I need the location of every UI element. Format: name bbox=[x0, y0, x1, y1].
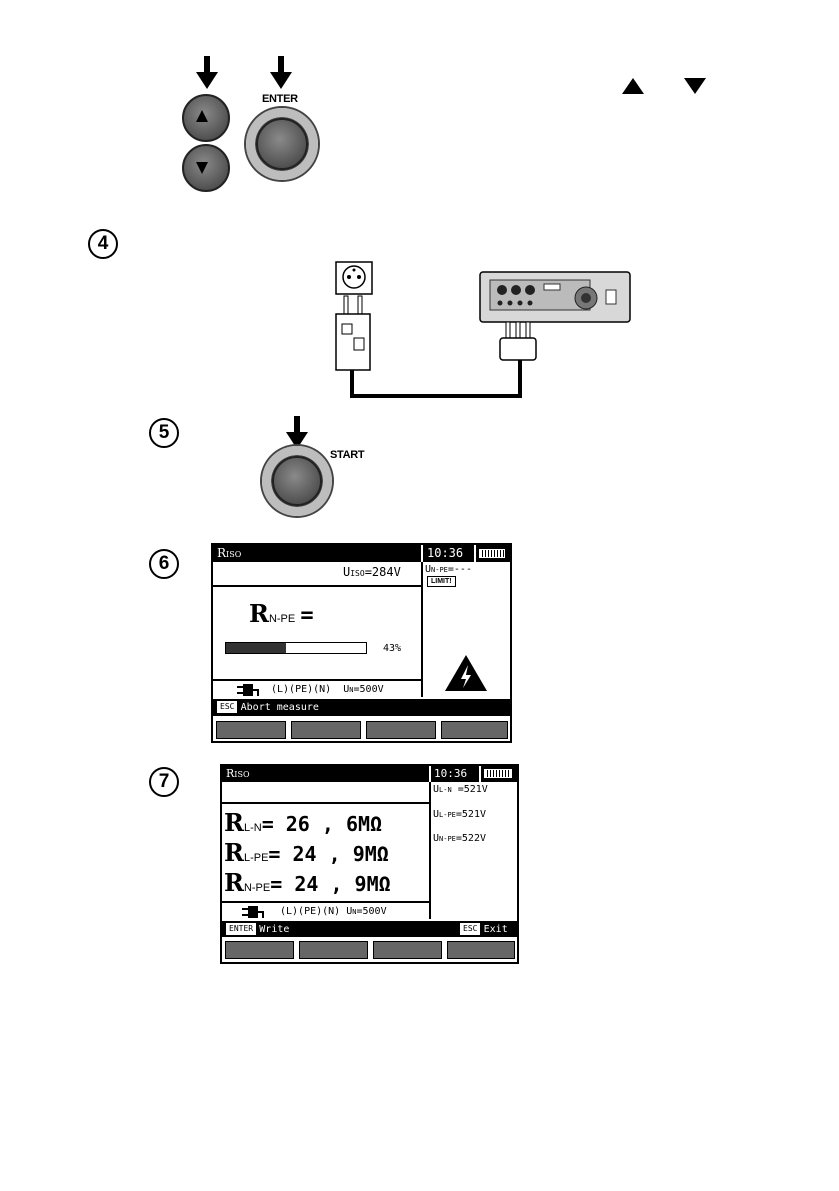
start-label: START bbox=[330, 449, 364, 461]
result-rn-pe: RN-PE = bbox=[249, 599, 314, 628]
down-triangle-icon bbox=[684, 78, 706, 94]
abort-measure-text: Abort measure bbox=[241, 702, 319, 713]
footer-bar: ENTER Write ESC Exit bbox=[222, 921, 517, 937]
down-arrow-icon bbox=[270, 56, 292, 90]
step-number-5: 5 bbox=[149, 418, 179, 448]
meter-screen-measuring: RISO 10:36 UISO=284V UN-PE=--- LIMIT! RN… bbox=[211, 543, 512, 743]
exit-text: Exit bbox=[484, 924, 508, 935]
plug-icon bbox=[235, 682, 261, 698]
title-bar: RISO bbox=[213, 545, 421, 562]
plug-icon bbox=[240, 904, 266, 920]
ul-pe-readout: UL-PE=521V bbox=[433, 809, 486, 820]
enter-key-icon: ENTER bbox=[226, 923, 256, 935]
soft-key-3[interactable] bbox=[373, 941, 442, 959]
progress-fill bbox=[226, 643, 286, 653]
down-arrow-icon bbox=[196, 56, 218, 90]
step-number-4: 4 bbox=[88, 229, 118, 259]
step-number-7: 7 bbox=[149, 767, 179, 797]
result-rl-n: RL-N= 26 , 6MΩ bbox=[224, 808, 382, 837]
soft-key-3[interactable] bbox=[366, 721, 436, 739]
soft-key-4[interactable] bbox=[441, 721, 508, 739]
high-voltage-warning-icon bbox=[443, 653, 489, 693]
result-rl-pe: RL-PE= 24 , 9MΩ bbox=[224, 838, 389, 867]
progress-bar bbox=[225, 642, 367, 654]
time-text: 10:36 bbox=[427, 546, 463, 560]
ul-n-readout: UL-N =521V bbox=[433, 784, 488, 795]
title-bar: RISO bbox=[222, 766, 429, 782]
title-R: R bbox=[217, 546, 226, 560]
soft-key-4[interactable] bbox=[447, 941, 515, 959]
un-pe-readout: UN-PE=522V bbox=[433, 833, 486, 844]
step-number-6: 6 bbox=[149, 549, 179, 579]
up-triangle-icon bbox=[622, 78, 644, 94]
result-rn-pe: RN-PE= 24 , 9MΩ bbox=[224, 868, 391, 897]
soft-key-2[interactable] bbox=[299, 941, 368, 959]
down-arrow-icon bbox=[286, 416, 308, 450]
esc-key-icon: ESC bbox=[217, 701, 237, 713]
write-text: Write bbox=[259, 924, 289, 935]
enter-label: ENTER bbox=[262, 93, 298, 105]
time-display: 10:36 bbox=[431, 766, 479, 782]
time-display: 10:36 bbox=[423, 545, 474, 562]
status-line: (L)(PE)(N) UN=500V bbox=[280, 906, 387, 917]
status-line: (L)(PE)(N) UN=500V bbox=[271, 684, 384, 695]
esc-key-icon: ESC bbox=[460, 923, 480, 935]
title-sub: ISO bbox=[234, 770, 249, 779]
soft-key-2[interactable] bbox=[291, 721, 361, 739]
enter-button[interactable] bbox=[256, 118, 308, 170]
adapter-connection-diagram bbox=[330, 260, 640, 402]
un-pe-readout: UN-PE=--- bbox=[425, 564, 472, 575]
soft-key-1[interactable] bbox=[216, 721, 286, 739]
up-button[interactable] bbox=[182, 94, 230, 142]
down-button[interactable] bbox=[182, 144, 230, 192]
down-triangle-icon bbox=[196, 162, 208, 174]
limit-badge: LIMIT! bbox=[427, 576, 456, 587]
battery-icon bbox=[481, 766, 517, 782]
uiso-readout: UISO=284V bbox=[343, 565, 401, 579]
up-triangle-icon bbox=[196, 110, 208, 122]
soft-key-1[interactable] bbox=[225, 941, 294, 959]
start-button[interactable] bbox=[272, 456, 322, 506]
battery-icon bbox=[476, 545, 510, 562]
time-text: 10:36 bbox=[434, 767, 467, 780]
footer-bar: ESC Abort measure bbox=[213, 699, 510, 716]
meter-screen-result: RISO 10:36 RL-N= 26 , 6MΩ RL-PE= 24 , 9M… bbox=[220, 764, 519, 964]
progress-text: 43% bbox=[383, 643, 401, 654]
title-sub: ISO bbox=[226, 550, 241, 559]
